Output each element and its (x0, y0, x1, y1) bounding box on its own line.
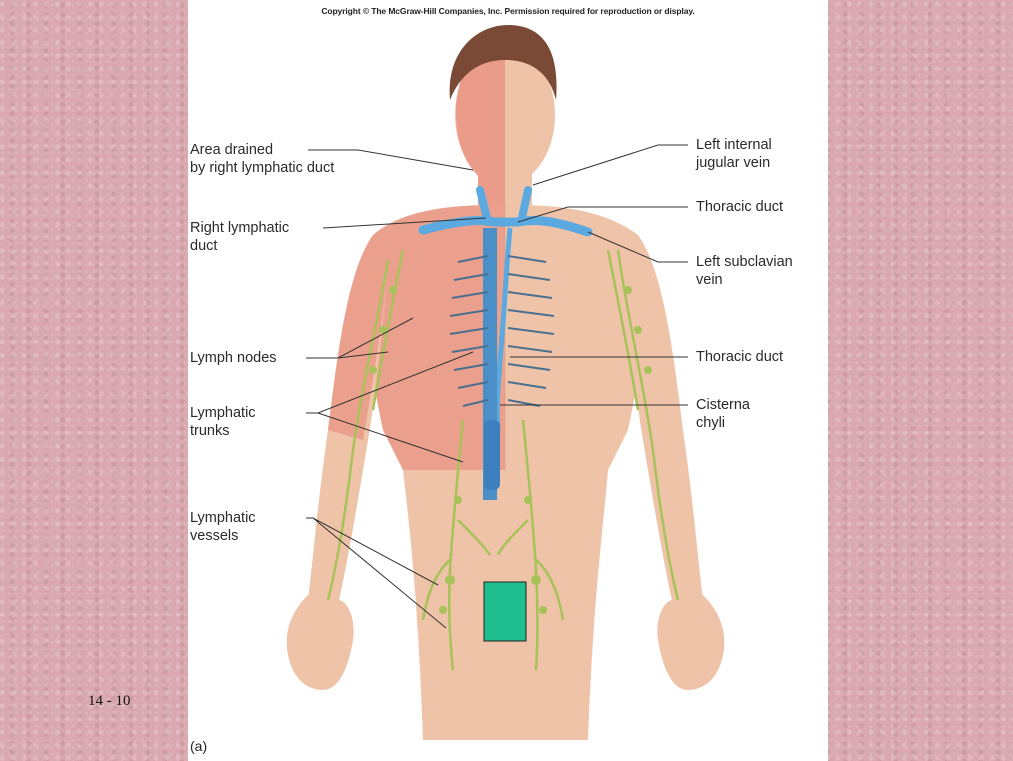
label-left-internal-jugular-vein: Left internal jugular vein (696, 136, 772, 172)
label-lymph-nodes: Lymph nodes (190, 349, 277, 367)
green-marker-box (484, 582, 526, 641)
label-area-drained: Area drained by right lymphatic duct (190, 141, 334, 177)
hand-left (287, 595, 354, 690)
cisterna-chyli-shape (484, 420, 500, 490)
label-left-subclavian-vein: Left subclavian vein (696, 253, 793, 289)
label-lymphatic-trunks: Lymphatic trunks (190, 404, 256, 440)
anatomy-illustration (188, 0, 828, 761)
panel-tag: (a) (190, 738, 207, 754)
label-thoracic-duct-upper: Thoracic duct (696, 198, 783, 216)
hand-right (657, 595, 724, 690)
label-right-lymphatic-duct: Right lymphatic duct (190, 219, 289, 255)
label-lymphatic-vessels: Lymphatic vessels (190, 509, 256, 545)
lymphatic-system-figure: Copyright © The McGraw-Hill Companies, I… (188, 0, 828, 761)
arm-right (623, 235, 703, 605)
slide-number: 14 - 10 (88, 693, 131, 710)
label-cisterna-chyli: Cisterna chyli (696, 396, 750, 432)
leader-left-internal-jugular (533, 145, 688, 185)
label-thoracic-duct-lower: Thoracic duct (696, 348, 783, 366)
